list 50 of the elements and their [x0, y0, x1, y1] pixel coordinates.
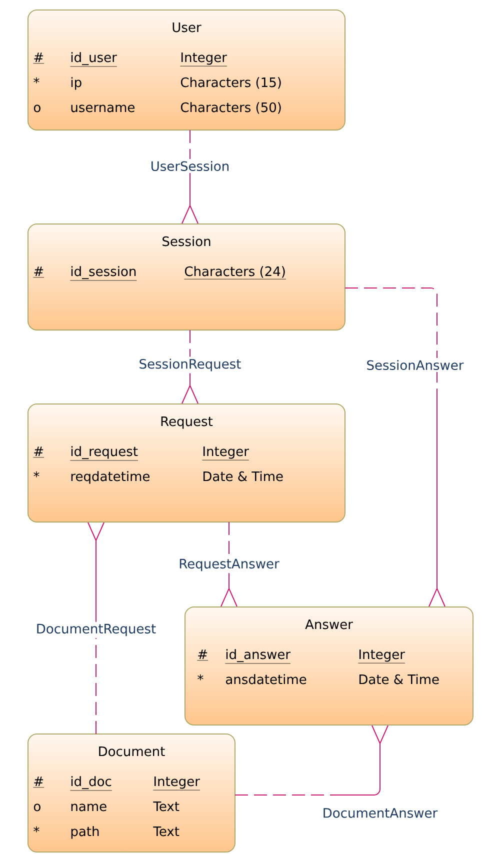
attribute-marker: *: [34, 77, 40, 84]
attribute-name: username: [71, 104, 134, 112]
attribute-marker: *: [34, 826, 40, 832]
edge-label: DocumentRequest: [34, 622, 158, 638]
attribute-marker: *: [34, 471, 40, 478]
attribute-type: Date & Time: [203, 471, 283, 482]
attribute-type: Characters (24): [184, 266, 286, 280]
entity-box: [28, 224, 346, 330]
edge-label: UserSession: [148, 158, 232, 174]
relationship-line: [234, 725, 388, 796]
relationship-line: [344, 288, 446, 607]
attribute-name: path: [71, 826, 99, 839]
edge-label: RequestAnswer: [176, 556, 282, 574]
entity-name: Document: [99, 746, 165, 756]
attribute-marker: *: [198, 674, 204, 680]
attribute-type: Integer: [202, 446, 250, 460]
attribute-type: Date & Time: [359, 674, 439, 684]
relationship-line: [182, 330, 198, 404]
attribute-name: id_user: [70, 52, 118, 67]
attribute-name: name: [71, 804, 106, 812]
entity-name: Answer: [305, 620, 353, 630]
entity-name: Request: [161, 416, 213, 429]
relationship-line: [220, 522, 238, 607]
attribute-name: id_request: [70, 446, 138, 461]
attribute-name: ansdatetime: [226, 674, 306, 684]
attribute-name: id_doc: [70, 776, 112, 791]
edge-label: SessionAnswer: [364, 358, 466, 372]
attribute-marker: o: [34, 104, 40, 112]
relationship-line: [88, 522, 104, 734]
attribute-type: Text: [153, 802, 180, 812]
attribute-type: Integer: [153, 776, 200, 790]
attribute-type: Text: [153, 826, 180, 836]
attribute-name: id_answer: [225, 649, 291, 664]
attribute-marker: o: [34, 804, 40, 812]
attribute-type: Characters (15): [180, 77, 281, 89]
attribute-name: id_session: [70, 266, 137, 281]
relationship-line: [182, 130, 198, 224]
attribute-type: Integer: [180, 52, 228, 66]
edge-label: DocumentAnswer: [320, 806, 440, 820]
attribute-type: Characters (50): [180, 102, 281, 114]
entity-box: [28, 10, 346, 130]
entity-box: [184, 606, 474, 726]
entity-box: [28, 734, 236, 852]
entity-name: Session: [162, 236, 210, 246]
entity-name: User: [172, 22, 202, 32]
entity-box: [28, 404, 346, 522]
edge-label: SessionRequest: [136, 356, 244, 374]
attribute-type: Integer: [358, 650, 406, 664]
attribute-name: reqdatetime: [71, 471, 150, 484]
attribute-name: ip: [71, 77, 82, 90]
